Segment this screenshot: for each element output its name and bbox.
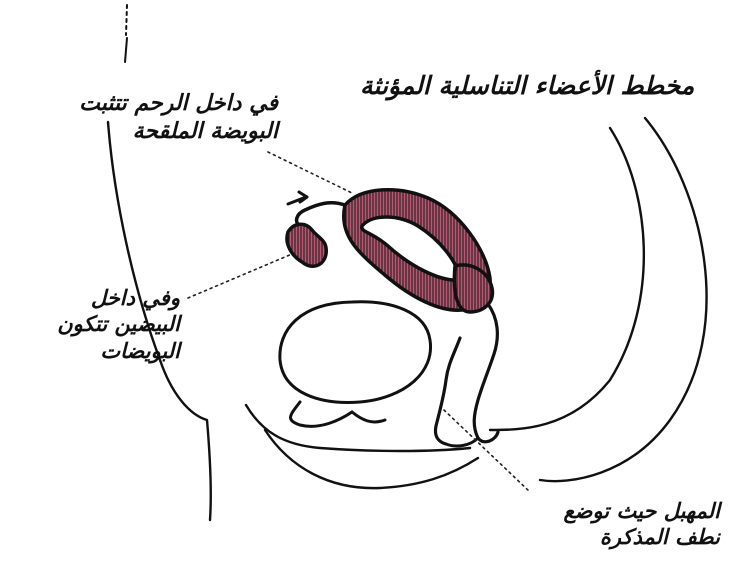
vagina-wall-back xyxy=(474,304,498,442)
label-ovary-line3: البويضات xyxy=(20,338,180,364)
leader-vagina xyxy=(444,410,530,492)
top-mark xyxy=(125,38,127,62)
label-vagina: المهبل حيث توضع نطف المذكرة xyxy=(540,498,720,551)
label-uterus-line1: في داخل الرحم تتثبت xyxy=(8,90,278,118)
label-uterus: في داخل الرحم تتثبت البويضة الملقحة xyxy=(8,90,278,145)
label-ovary-line2: البيضين تتكون xyxy=(20,311,180,337)
diagram-title: مخطط الأعضاء التناسلية المؤنثة xyxy=(360,70,694,101)
top-mark xyxy=(126,5,127,35)
leader-ovary xyxy=(188,254,292,298)
tube-arrow-icon xyxy=(288,192,307,204)
vagina-opening xyxy=(446,438,478,446)
vagina-wall-front xyxy=(435,338,460,444)
label-ovary: وفي داخل البيضين تتكون البويضات xyxy=(20,285,180,364)
label-ovary-line1: وفي داخل xyxy=(20,285,180,311)
label-uterus-line2: البويضة الملقحة xyxy=(8,118,278,146)
label-vagina-line2: نطف المذكرة xyxy=(540,524,720,550)
ovary xyxy=(287,224,326,266)
leader-uterus xyxy=(268,152,352,193)
bladder xyxy=(280,302,431,403)
abdomen-outline-inner xyxy=(490,128,644,430)
label-vagina-line1: المهبل حيث توضع xyxy=(540,498,720,524)
abdomen-outline-outer xyxy=(540,118,707,481)
buttock-outline xyxy=(265,430,478,488)
fallopian-tube xyxy=(297,203,345,226)
urethra xyxy=(291,402,385,426)
